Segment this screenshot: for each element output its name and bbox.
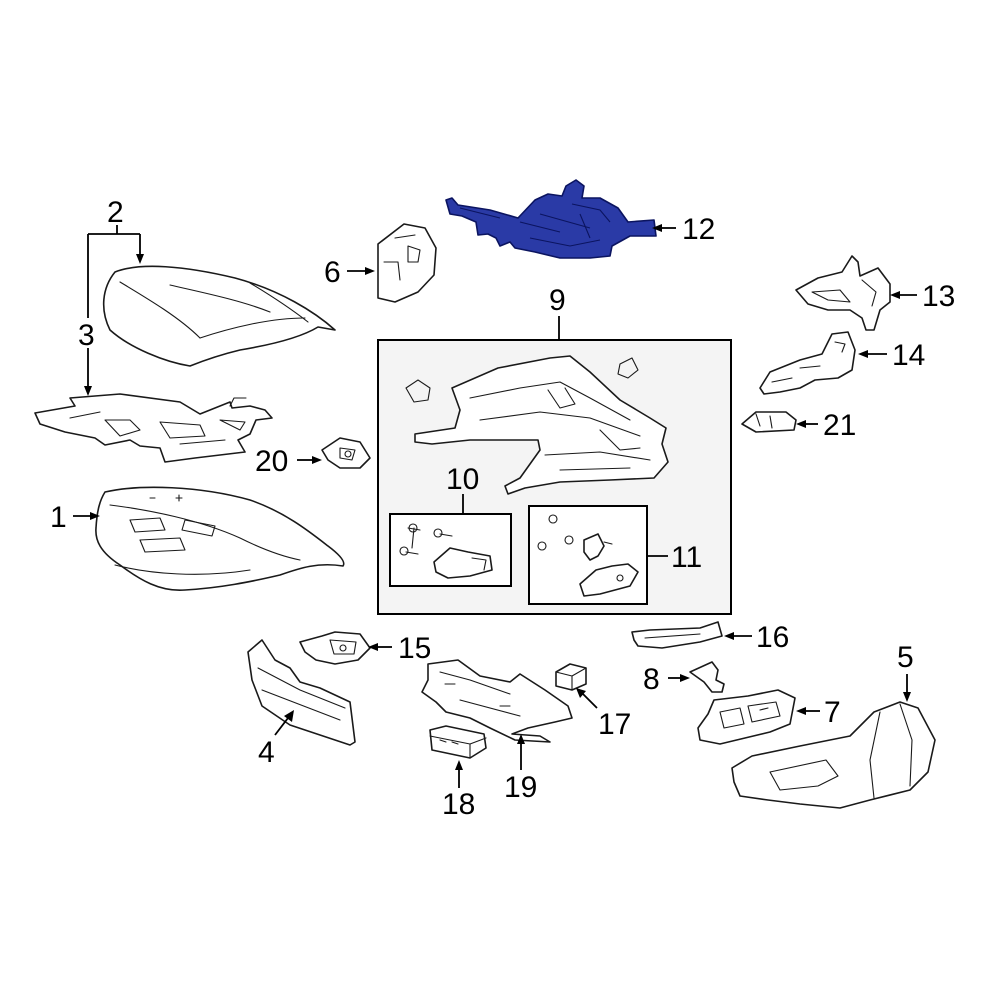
callout-labels: 1 2 3 4 5 6 7 8 9 10 11 12 13 14 15 16 1…	[50, 196, 955, 821]
subassembly-box-11	[528, 505, 648, 605]
leader-lines	[73, 224, 917, 788]
callout-19: 19	[504, 771, 537, 804]
callout-1: 1	[50, 501, 67, 534]
callout-11: 11	[671, 541, 702, 574]
part-5-outer-shield	[731, 701, 936, 809]
part-17-module	[555, 663, 587, 691]
callout-13: 13	[922, 280, 955, 313]
callout-16: 16	[756, 621, 789, 654]
callout-15: 15	[398, 632, 431, 665]
part-8-knob	[689, 661, 725, 693]
callout-21: 21	[823, 409, 856, 442]
callout-3: 3	[78, 319, 95, 352]
part-15-bracket	[299, 631, 371, 665]
callout-10: 10	[446, 463, 479, 496]
part-7-switch-panel	[697, 689, 796, 745]
part-4-side-shield	[247, 639, 356, 746]
callout-12: 12	[682, 213, 715, 246]
callout-18: 18	[442, 788, 475, 821]
part-6-side-cover	[377, 223, 437, 303]
subassembly-box-10	[389, 513, 512, 587]
callout-8: 8	[643, 663, 660, 696]
part-16-trim	[631, 621, 723, 649]
part-20-bracket	[321, 437, 371, 469]
part-18-module	[429, 725, 487, 759]
callout-6: 6	[324, 256, 341, 289]
callout-2: 2	[107, 196, 124, 229]
callout-14: 14	[892, 339, 925, 372]
callout-17: 17	[598, 708, 631, 741]
callout-5: 5	[897, 641, 914, 674]
part-3-heater-mat	[34, 393, 273, 463]
part-14-bracket	[759, 331, 856, 395]
part-21-clip	[741, 411, 797, 433]
callout-20: 20	[255, 445, 288, 478]
part-12-highlighted-frame	[445, 179, 657, 259]
part-19-rail-bracket	[421, 659, 573, 743]
part-2-cushion-pad	[102, 265, 336, 367]
part-13-bracket	[795, 255, 891, 331]
callout-9: 9	[549, 284, 566, 317]
part-1-cushion-cover	[95, 486, 345, 591]
callout-4: 4	[258, 736, 275, 769]
callout-7: 7	[824, 696, 841, 729]
